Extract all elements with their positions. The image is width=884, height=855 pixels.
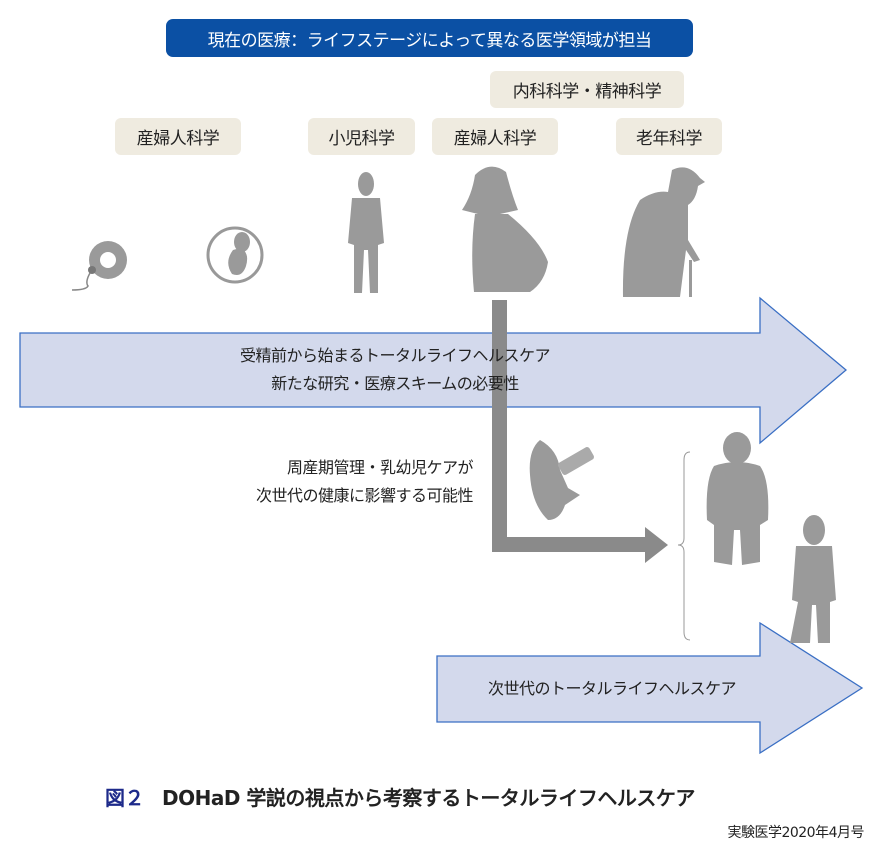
tag-internal-psychiatric-medicine: 内科科学・精神科学 [490,71,684,108]
perinatal-note: 周産期管理・乳幼児ケアが 次世代の健康に影響する可能性 [150,454,474,510]
child-silhouette-icon [348,172,384,293]
main-arrow-line2: 新たな研究・医療スキームの必要性 [271,374,519,393]
tag-obgyn-pregnancy: 産婦人科学 [432,118,558,155]
next-generation-child-icon [790,515,836,643]
source-citation: 実験医学2020年4月号 [727,825,864,841]
sperm-egg-icon [71,241,127,291]
tag-geriatrics: 老年科学 [616,118,722,155]
pregnant-woman-silhouette-icon [462,166,548,292]
figure-title: DOHaD 学説の視点から考察するトータルライフヘルスケア [162,786,695,810]
elderly-silhouette-icon [622,167,705,297]
current-medicine-banner: 現在の医療：ライフステージによって異なる医学領域が担当 [166,19,693,57]
tag-obgyn-preconception: 産婦人科学 [115,118,241,155]
main-arrow-line1: 受精前から始まるトータルライフヘルスケア [239,346,551,365]
next-generation-path-arrow [492,300,668,563]
figure-label: 図２ [105,786,145,810]
embryo-icon [206,226,264,284]
perinatal-note-line2: 次世代の健康に影響する可能性 [255,486,474,505]
tag-pediatrics: 小児科学 [308,118,415,155]
figure-caption: 図２ DOHaD 学説の視点から考察するトータルライフヘルスケア [105,782,695,811]
adult-silhouette-icon [706,432,769,565]
brace [677,451,691,641]
fetus-bottle-icon [529,440,594,520]
lifecourse-arrow [19,296,848,445]
main-arrow-text: 受精前から始まるトータルライフヘルスケア 新たな研究・医療スキームの必要性 [20,342,770,398]
perinatal-note-line1: 周産期管理・乳幼児ケアが [286,458,474,477]
next-generation-arrow-text: 次世代のトータルライフヘルスケア [487,679,737,698]
next-generation-arrow [436,621,864,755]
